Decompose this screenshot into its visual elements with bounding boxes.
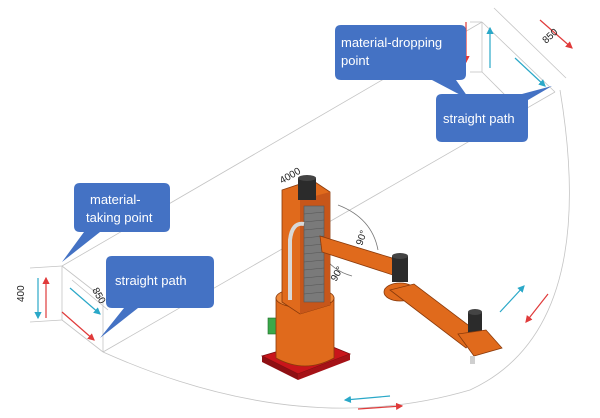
motion-arrows: [34, 19, 573, 410]
callout-straight-path-right: straight path: [443, 110, 527, 130]
arrow-cyan-arc-bottom: [343, 395, 391, 404]
callout-taking-line2: taking point: [86, 210, 153, 225]
dim-right-depth: 850: [541, 27, 561, 47]
elbow-motor: [392, 256, 408, 282]
callout-straight-path-left: straight path: [115, 272, 211, 292]
callout-straight-left-bubble: [100, 256, 214, 338]
arrow-cyan-arc-right: [499, 285, 525, 313]
base-column: [275, 297, 335, 367]
dim-left-height: 400: [16, 285, 27, 302]
callout-straight-left-label: straight path: [115, 273, 187, 288]
cable-loop: [288, 221, 305, 300]
callout-material-dropping-point: material-dropping point: [341, 34, 463, 74]
arrow-red-arc-right: [525, 293, 549, 323]
end-effector-housing: [457, 329, 503, 357]
arrow-cyan-right-top: [514, 57, 546, 87]
top-motor: [298, 178, 316, 200]
scara-robot: [260, 175, 503, 380]
angle-upper: 90°: [354, 229, 370, 247]
callout-taking-bubble: [62, 183, 170, 262]
arrow-red-arc-bottom: [357, 402, 404, 410]
callout-dropping-bubble: [335, 25, 470, 100]
arrow-red-left-diag: [61, 311, 95, 341]
callout-straight-right-bubble: [436, 86, 552, 142]
arrow-red-right-top: [539, 19, 573, 49]
callout-straight-right-label: straight path: [443, 111, 515, 126]
ribbed-cover: [303, 205, 325, 303]
callout-shapes: [62, 25, 552, 338]
callout-dropping-line2: point: [341, 53, 370, 68]
callout-material-taking-point: material- taking point: [86, 191, 170, 231]
callout-dropping-line1: material-dropping: [341, 35, 443, 50]
arrow-cyan-left-diag: [69, 287, 101, 315]
angle-lower: 90°: [329, 265, 346, 284]
callout-taking-line1: material-: [90, 192, 141, 207]
dim-left-depth: 850: [89, 286, 107, 306]
